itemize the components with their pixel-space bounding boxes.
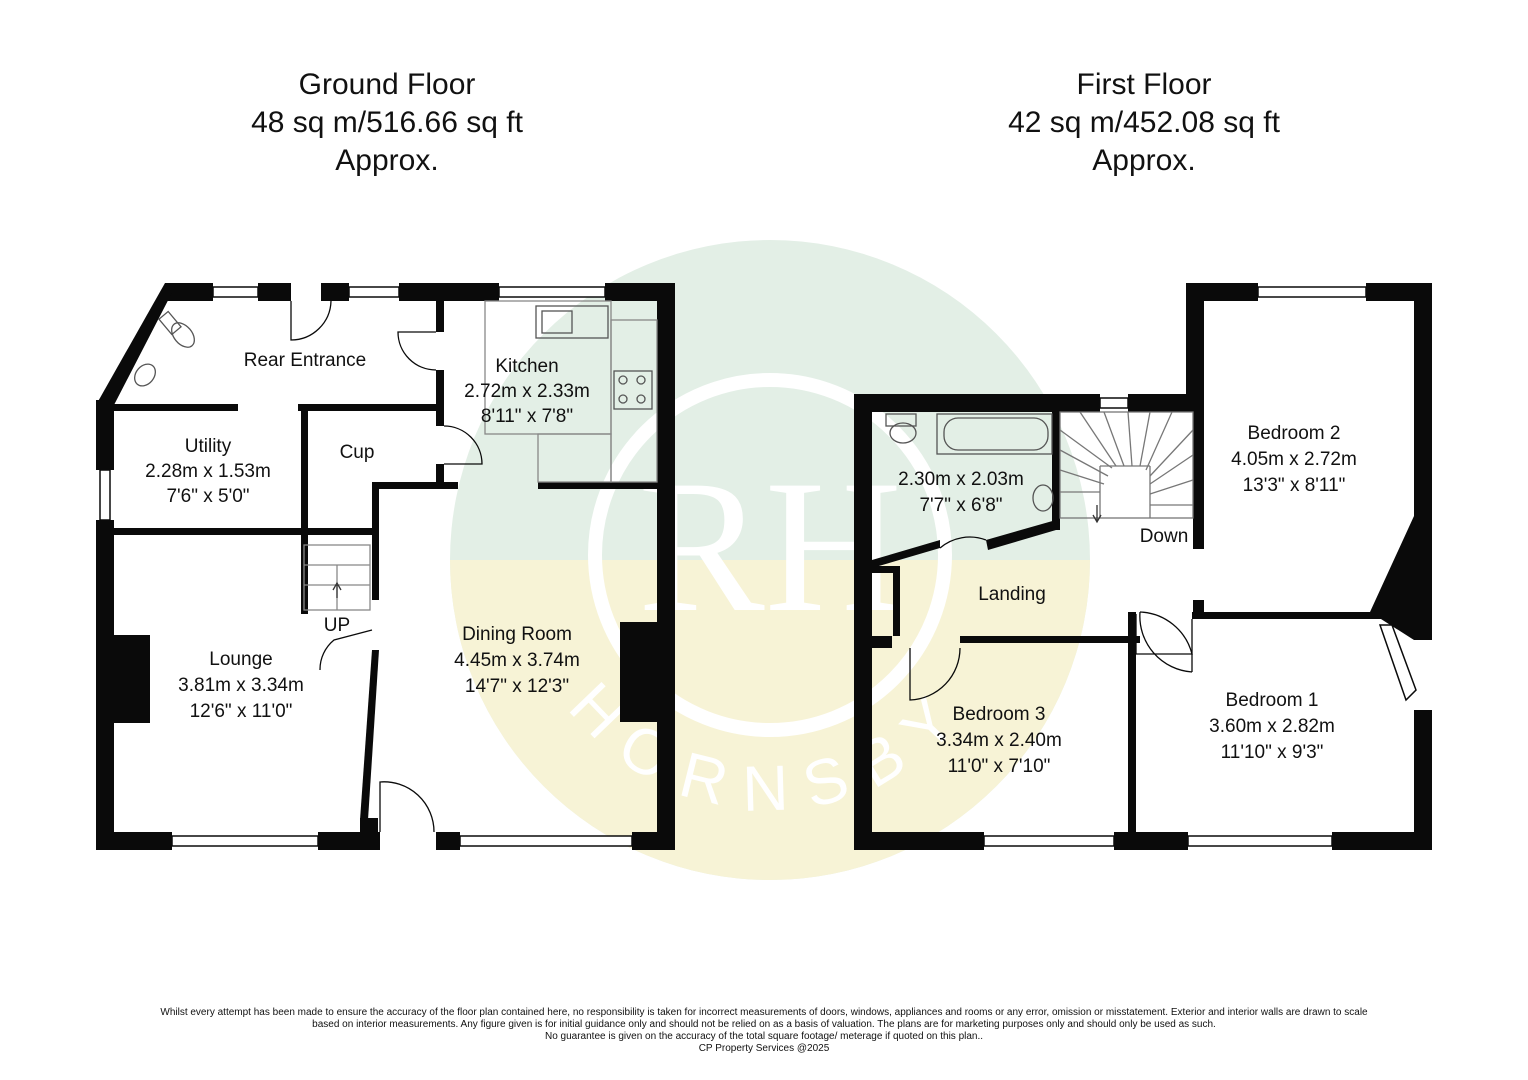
- kitchen-metric: 2.72m x 2.33m: [464, 381, 590, 402]
- window: [171, 835, 319, 847]
- rear-entrance-label: Rear Entrance: [244, 350, 367, 371]
- ground-floor-doors: [290, 300, 483, 833]
- ground-floor-exterior-walls: [96, 283, 675, 850]
- first-floor-doors: [909, 536, 1193, 701]
- cupboard-label: Cup: [340, 442, 375, 463]
- dining-room-imperial: 14'7" x 12'3": [465, 676, 569, 697]
- utility-metric: 2.28m x 1.53m: [145, 461, 271, 482]
- first-floor-exterior-walls: [854, 283, 1432, 850]
- bedroom-1-metric: 3.60m x 2.82m: [1209, 716, 1335, 737]
- first-floor-title: First Floor: [1076, 68, 1212, 101]
- ground-floor-title: Ground Floor: [298, 68, 476, 101]
- lounge-imperial: 12'6" x 11'0": [190, 701, 293, 722]
- first-floor-approx: Approx.: [1092, 144, 1196, 177]
- door-rear: [290, 300, 332, 341]
- window-angled: [1378, 624, 1417, 702]
- hob-icon: [613, 370, 653, 410]
- door-lounge: [319, 629, 373, 671]
- window: [348, 286, 400, 298]
- window: [983, 835, 1115, 847]
- ground-floor-area: 48 sq m/516.66 sq ft: [251, 106, 523, 139]
- dining-room-label: Dining Room: [462, 624, 572, 645]
- door-cup: [443, 425, 483, 465]
- bedroom-2-label: Bedroom 2: [1248, 423, 1341, 444]
- first-floor-fixtures: [885, 411, 1194, 524]
- door-bedroom-1-arc: [1139, 611, 1193, 673]
- bathroom-imperial: 7'7" x 6'8": [919, 495, 1002, 516]
- room-labels: Rear Entrance Kitchen 2.72m x 2.33m 8'11…: [145, 350, 1357, 777]
- stairs-up-label: UP: [324, 615, 350, 636]
- watermark-inner-ring: [588, 373, 952, 737]
- disclaimer-line-2: based on interior measurements. Any figu…: [312, 1019, 1216, 1030]
- first-floor-interior-walls: [872, 405, 1420, 832]
- toilet-icon: [889, 422, 917, 444]
- ground-floor-interior-walls: [114, 296, 657, 834]
- first-floor-area: 42 sq m/452.08 sq ft: [1008, 106, 1280, 139]
- first-floor-heading: First Floor 42 sq m/452.08 sq ft Approx.: [884, 66, 1404, 180]
- lounge-label: Lounge: [209, 649, 272, 670]
- bedroom-3-metric: 3.34m x 2.40m: [936, 730, 1062, 751]
- window: [1257, 286, 1367, 298]
- copyright-credit: CP Property Services @2025: [698, 1043, 830, 1054]
- door-bedroom-3: [909, 647, 961, 701]
- ground-floor-approx: Approx.: [335, 144, 439, 177]
- disclaimer-line-3: No guarantee is given on the accuracy of…: [544, 1031, 984, 1042]
- window: [99, 469, 111, 521]
- bedroom-3-imperial: 11'0" x 7'10": [948, 756, 1051, 777]
- bedroom-2-imperial: 13'3" x 8'11": [1243, 475, 1346, 496]
- door-front: [379, 781, 435, 833]
- bedroom-2-metric: 4.05m x 2.72m: [1231, 449, 1357, 470]
- bath-icon: [936, 413, 1053, 455]
- landing-label: Landing: [978, 584, 1046, 605]
- stairs-down-icon: [1059, 411, 1194, 524]
- sink-bowl: [541, 310, 573, 334]
- window: [1187, 835, 1333, 847]
- toilet-icon: [171, 322, 195, 348]
- door-bedroom-1: [1135, 611, 1193, 655]
- window: [1099, 397, 1129, 409]
- ground-floor-windows: [99, 286, 633, 847]
- ground-floor-heading: Ground Floor 48 sq m/516.66 sq ft Approx…: [127, 66, 647, 180]
- bedroom-1-imperial: 11'10" x 9'3": [1221, 742, 1324, 763]
- window: [459, 835, 633, 847]
- dining-room-metric: 4.45m x 3.74m: [454, 650, 580, 671]
- bedroom-1-label: Bedroom 1: [1226, 690, 1319, 711]
- bathroom-metric: 2.30m x 2.03m: [898, 469, 1024, 490]
- kitchen-counter-right: [610, 319, 658, 483]
- first-floor-plan: [854, 283, 1432, 850]
- sink-icon: [535, 305, 609, 339]
- window: [498, 286, 606, 298]
- ground-floor-fixtures: [134, 300, 658, 611]
- ground-floor-plan: [96, 283, 675, 850]
- first-floor-windows: [983, 286, 1367, 847]
- disclaimer-line-1: Whilst every attempt has been made to en…: [160, 1007, 1368, 1018]
- kitchen-counter-lower: [537, 433, 612, 483]
- disclaimer: Whilst every attempt has been made to en…: [60, 1007, 1468, 1055]
- utility-imperial: 7'6" x 5'0": [166, 486, 249, 507]
- basin-icon: [1032, 484, 1054, 512]
- stairs-down-label: Down: [1140, 526, 1189, 547]
- door-bathroom: [939, 536, 987, 549]
- basin-icon: [134, 363, 156, 387]
- window: [212, 286, 259, 298]
- utility-label: Utility: [185, 436, 232, 457]
- kitchen-imperial: 8'11" x 7'8": [481, 406, 573, 427]
- lounge-metric: 3.81m x 3.34m: [178, 675, 304, 696]
- bedroom-3-label: Bedroom 3: [953, 704, 1046, 725]
- kitchen-label: Kitchen: [495, 356, 558, 377]
- door-kitchen: [397, 331, 437, 371]
